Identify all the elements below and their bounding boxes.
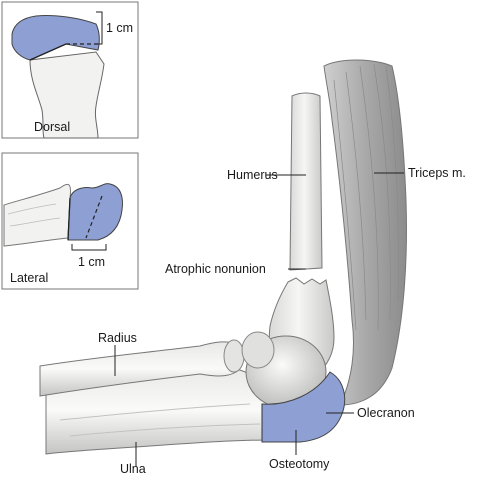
- lateral-bone-texture: [7, 203, 61, 227]
- dorsal-osteotomy-fragment: [11, 15, 100, 61]
- capitellum: [241, 331, 275, 369]
- label-osteotomy: Osteotomy: [269, 457, 330, 471]
- lateral-bone-outline: [3, 183, 71, 247]
- dorsal-scale-label: 1 cm: [106, 21, 133, 35]
- dorsal-cut-line: [29, 43, 67, 61]
- dorsal-inset: 1 cm Dorsal: [1, 1, 139, 139]
- label-atrophic-nonunion: Atrophic nonunion: [165, 262, 266, 276]
- dorsal-bone-outline: [29, 51, 105, 139]
- lateral-scale-bracket: [71, 244, 107, 251]
- lateral-scale-label: 1 cm: [78, 255, 105, 269]
- lateral-dashed-line: [85, 195, 103, 239]
- humerus-shaft: [289, 92, 323, 271]
- lateral-osteotomy-fragment: [67, 183, 123, 241]
- label-olecranon: Olecranon: [357, 406, 415, 420]
- lateral-cut-line: [67, 197, 71, 241]
- radial-head: [223, 339, 245, 373]
- dorsal-scale-bracket: [96, 11, 103, 45]
- triceps-fibers: [333, 63, 399, 331]
- lateral-inset: 1 cm Lateral: [1, 152, 139, 290]
- lateral-view-label: Lateral: [10, 271, 48, 285]
- elbow-illustration: [39, 59, 407, 455]
- label-triceps: Triceps m.: [408, 166, 466, 180]
- olecranon-fragment: [261, 371, 346, 443]
- triceps-muscle: [323, 59, 407, 406]
- label-ulna: Ulna: [120, 462, 146, 476]
- label-humerus: Humerus: [227, 168, 278, 182]
- ulna-texture: [59, 403, 261, 437]
- dorsal-view-label: Dorsal: [34, 120, 70, 134]
- leader-lines: [114, 172, 404, 466]
- label-radius: Radius: [98, 331, 137, 345]
